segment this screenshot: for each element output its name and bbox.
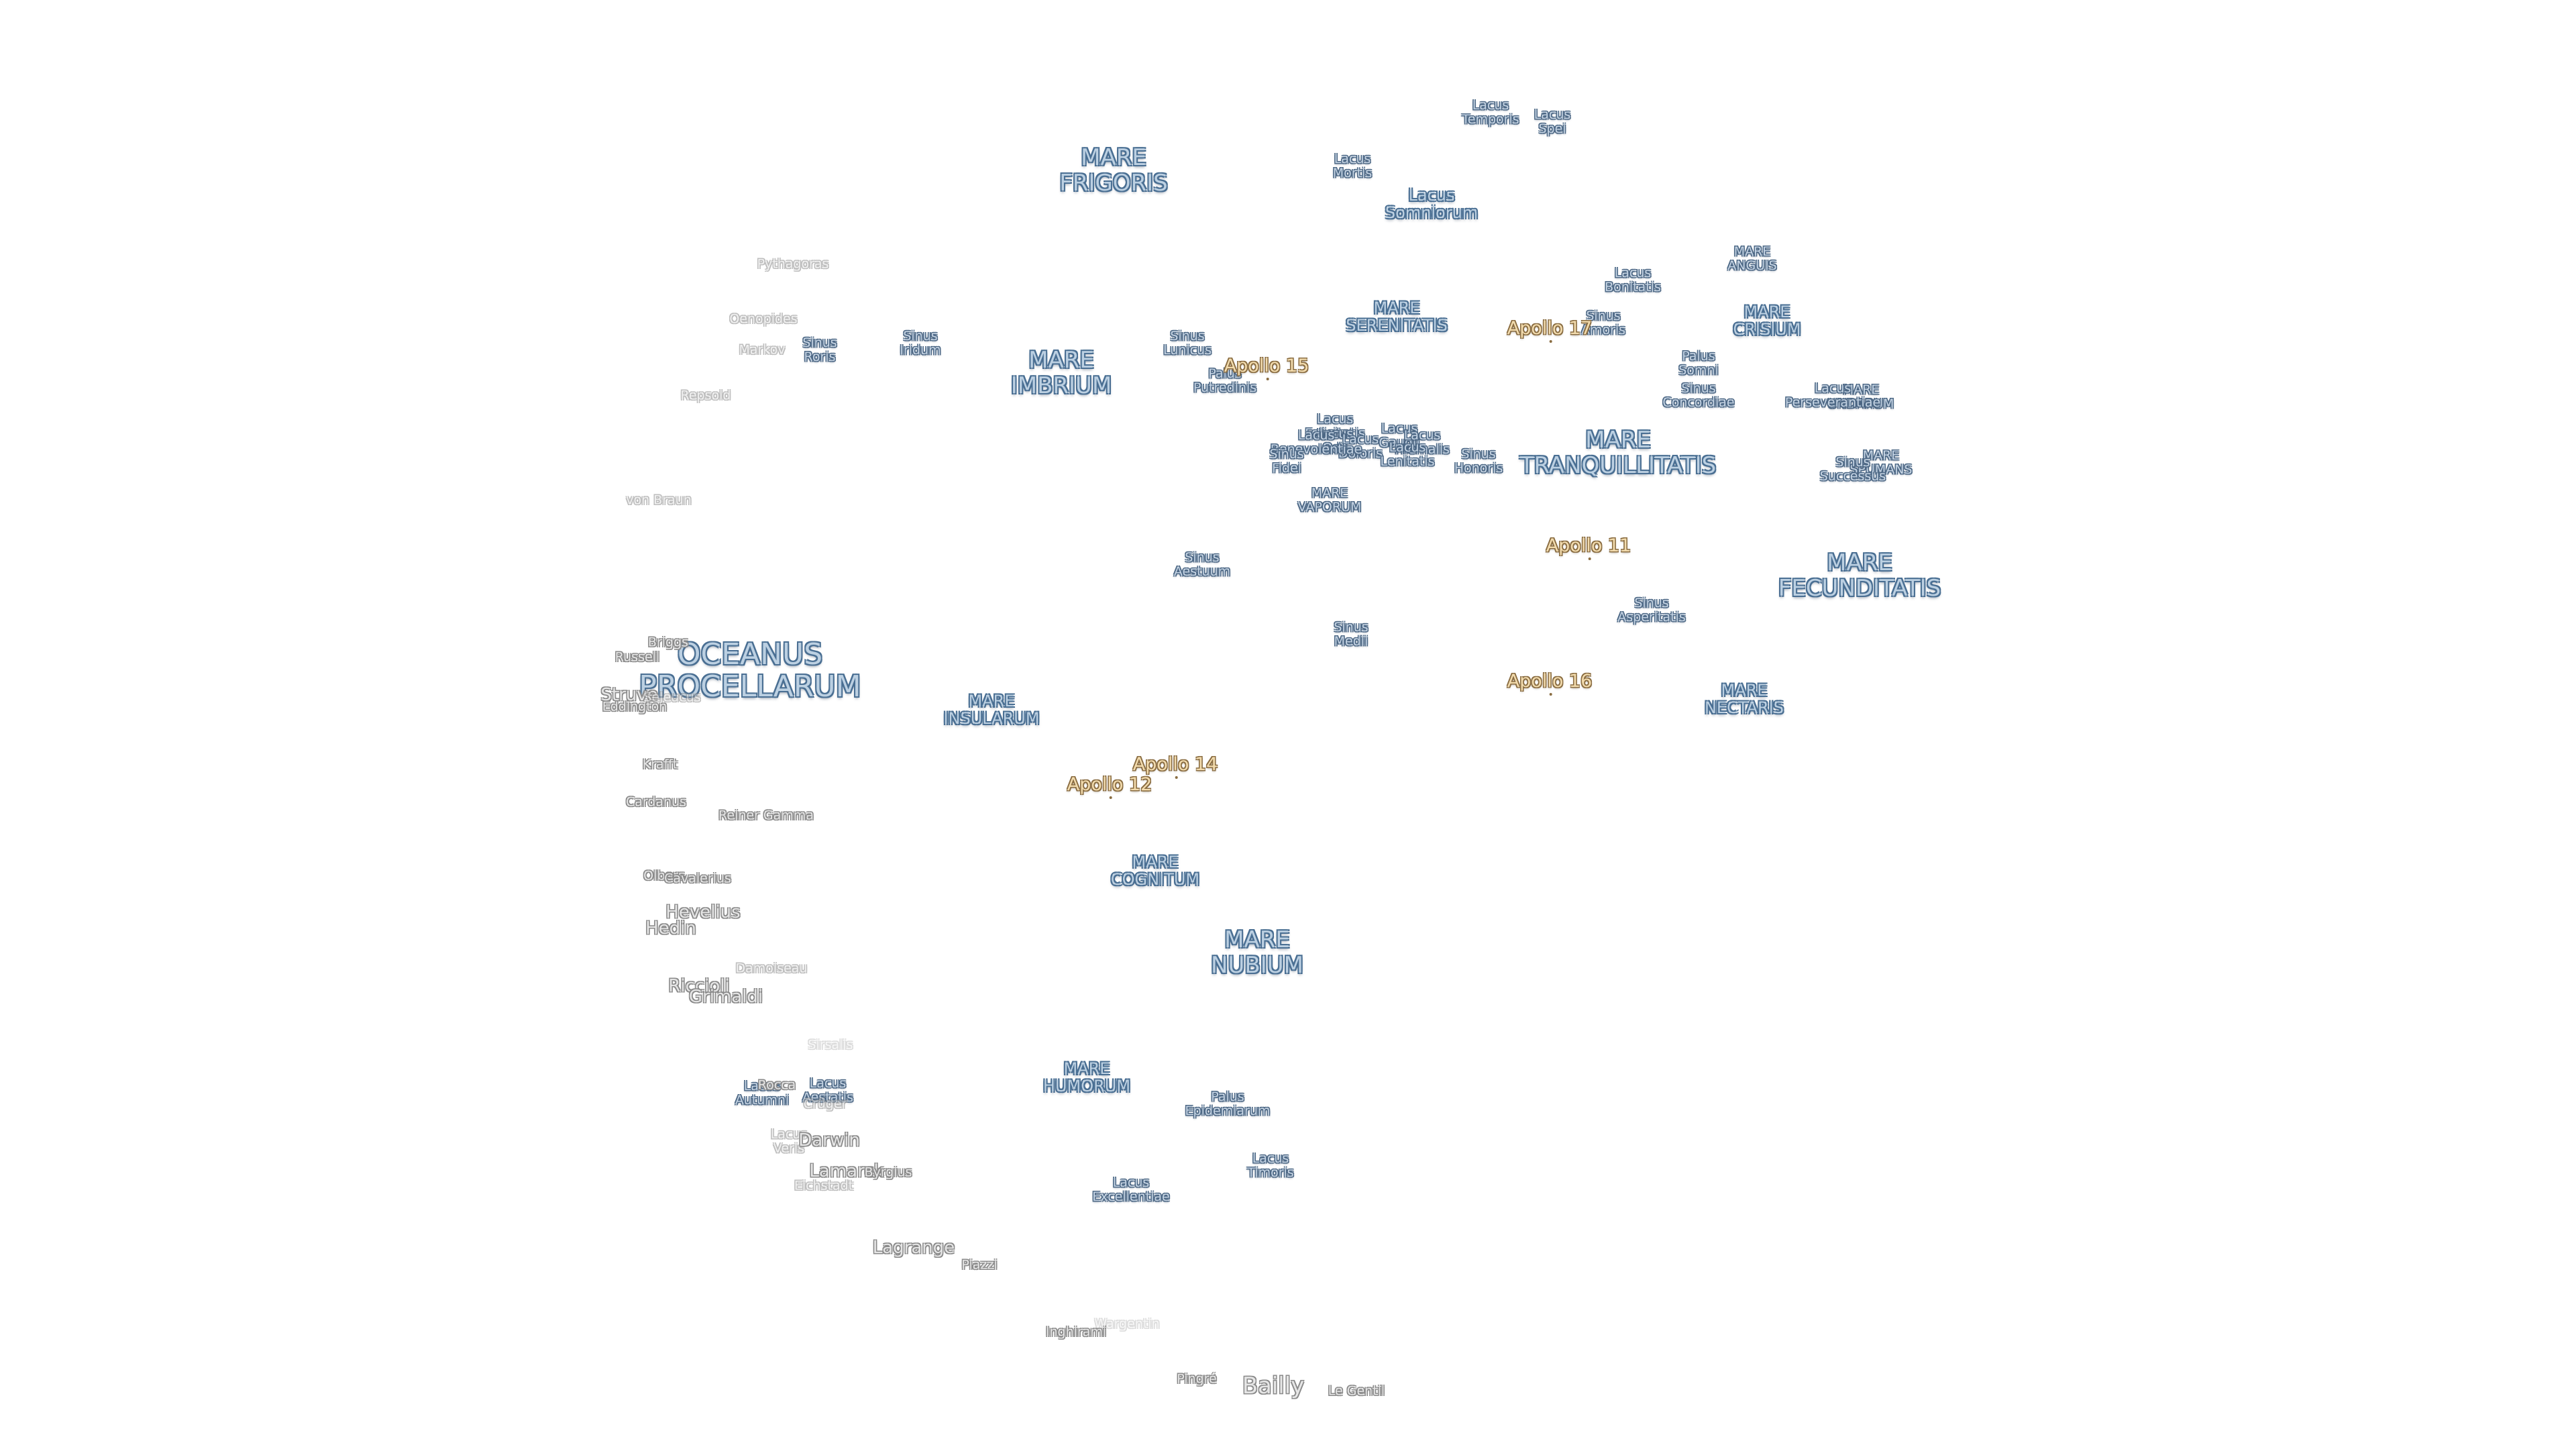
map-label-apollo-11: Apollo 11 [1546,535,1631,560]
map-label-cavalerius: Cavalerius [664,871,731,886]
map-label-pythagoras: Pythagoras [757,256,829,272]
map-label-cruger: Crüger [803,1096,847,1112]
map-label-mare-vaporum: MARE VAPORUM [1297,486,1362,515]
map-label-lacus-felicitatis: Lacus Felicitatis [1305,412,1365,441]
map-label-repsold: Repsold [680,388,731,403]
map-label-von-braun: von Braun [626,492,692,508]
map-label-sinus-fidei: Sinus Fidei [1269,447,1304,476]
map-label-palus-somni: Palus Somni [1678,349,1719,378]
map-label-lagrange: Lagrange [872,1238,955,1258]
map-label-lacus-perseverantiae: Lacus Perseverantiae [1784,381,1881,410]
map-label-sinus-iridum: Sinus Iridum [900,329,941,358]
map-label-lacus-somniorum: Lacus Somniorum [1385,186,1479,222]
map-label-eichstadt: Eichstadt [794,1178,854,1193]
map-label-hevelius: Hevelius [665,902,741,922]
map-label-byrgius: Byrgius [864,1165,912,1180]
map-label-sinus-asperitatis: Sinus Asperitatis [1617,596,1686,625]
map-label-mare-imbrium: MARE IMBRIUM [1010,347,1112,399]
map-label-inghirami: Inghirami [1045,1324,1107,1340]
map-label-struve: Struve [600,685,658,705]
map-label-sirsalis: Sirsalis [808,1037,853,1053]
map-label-markov: Markov [739,342,786,358]
map-label-lacus-mortis: Lacus Mortis [1332,152,1373,180]
map-label-mare-humorum: MARE HUMORUM [1042,1059,1131,1095]
map-label-krafft: Krafft [642,757,678,772]
map-label-hedin: Hedin [645,918,696,938]
map-label-mare-undarum: MARE UNDARUM [1827,382,1894,411]
map-label-lacus-lenitatis: Lacus Lenitatis [1380,440,1435,469]
map-label-lacus-timoris: Lacus Timoris [1247,1151,1294,1180]
map-label-lacus-benevolentiae: Lacus Benevolentiae [1270,428,1362,457]
map-label-bailly: Bailly [1242,1373,1305,1399]
map-label-apollo-12: Apollo 12 [1067,774,1152,799]
map-label-grimaldi: Grimaldi [688,987,763,1007]
map-label-oenopides: Oenopides [729,311,798,327]
map-label-sinus-concordiae: Sinus Concordiae [1662,381,1735,410]
map-label-sinus-medii: Sinus Medii [1334,620,1368,649]
map-label-cardanus: Cardanus [625,794,687,810]
map-label-lacus-gaudii: Lacus Gaudii [1379,421,1420,450]
map-label-lacus-odii: Lacus Odii [1316,427,1354,455]
map-label-mare-anguis: MARE ANGUIS [1727,244,1777,273]
map-label-sinus-honoris: Sinus Honoris [1454,447,1503,476]
map-label-mare-insularum: MARE INSULARUM [943,692,1040,728]
map-label-lacus-doloris: Lacus Doloris [1338,432,1383,461]
map-label-damoiseau: Damoiseau [735,961,808,976]
map-label-lamarck: Lamarck [809,1161,884,1181]
map-label-mare-nectaris: MARE NECTARIS [1704,681,1784,717]
map-label-apollo-17: Apollo 17 [1507,318,1593,343]
map-label-lacus-bonitatis: Lacus Bonitatis [1605,266,1661,294]
map-label-lacus-spei: Lacus Spei [1534,107,1571,136]
map-label-sinus-roris: Sinus Roris [802,335,837,364]
map-label-sinus-amoris: Sinus Amoris [1580,309,1626,337]
map-label-lacus-excellentiae: Lacus Excellentiae [1092,1175,1170,1204]
map-label-lacus-aestatis: Lacus Aestatis [802,1076,853,1105]
map-label-sinus-lunicus: Sinus Lunicus [1163,329,1212,358]
map-label-rocca: Rocca [757,1077,796,1093]
map-label-lacus-temporis: Lacus Temporis [1462,98,1519,127]
map-label-mare-crisium: MARE CRISIUM [1733,303,1801,339]
map-label-eddington: Eddington [602,699,667,714]
map-label-mare-serenitatis: MARE SERENITATIS [1346,299,1448,335]
map-label-reiner-gamma: Reiner Gamma [718,808,814,823]
map-label-palus-epidemiarum: Palus Epidemiarum [1185,1089,1271,1118]
map-label-lacus-autumni: Lacus Autumni [735,1079,790,1108]
map-label-palus-putredinis: Palus Putredinis [1193,366,1257,395]
map-label-lacus-veris: Lacus Veris [770,1127,808,1156]
map-label-wargentin: Wargentin [1094,1316,1160,1332]
map-label-le-gentil: Le Gentil [1328,1383,1385,1399]
map-label-mare-frigoris: MARE FRIGORIS [1059,144,1168,197]
map-label-olbers: Olbers [643,868,685,883]
map-label-piazzi: Piazzi [961,1257,998,1273]
map-label-riccioli: Riccioli [668,976,730,996]
map-label-mare-nubium: MARE NUBIUM [1211,926,1303,979]
map-label-seleucus: Seleucus [643,690,701,705]
map-label-apollo-16: Apollo 16 [1507,671,1593,696]
map-label-mare-spumans: MARE SPUMANS [1849,448,1913,477]
map-label-lacus-hiemalis: Lacus Hiemalis [1395,428,1450,457]
map-label-mare-tranquillitatis: MARE TRANQUILLITATIS [1519,427,1717,479]
map-label-sinus-aestuum: Sinus Aestuum [1173,550,1231,579]
map-label-apollo-15: Apollo 15 [1224,356,1309,380]
map-label-mare-cognitum: MARE COGNITUM [1110,853,1200,889]
map-label-russell: Russell [614,649,660,665]
map-label-apollo-14: Apollo 14 [1132,754,1218,779]
map-label-briggs: Briggs [647,635,689,650]
map-label-mare-fecunditatis: MARE FECUNDITATIS [1778,549,1941,602]
map-label-pingre: Pingré [1177,1371,1217,1387]
map-label-oceanus-procellarum: OCEANUS PROCELLARUM [639,637,861,704]
map-label-sinus-successus: Sinus Successus [1819,455,1886,484]
map-label-darwin: Darwin [798,1130,860,1150]
